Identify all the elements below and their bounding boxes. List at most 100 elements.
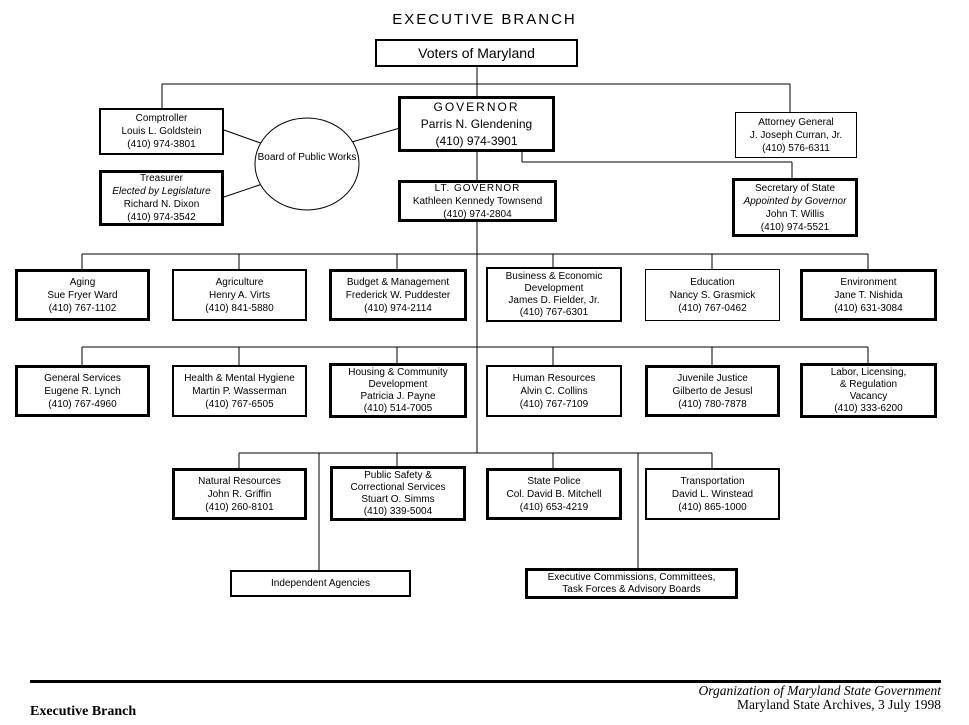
org-box-executive-commissions: Executive Commissions, Committees, Task … bbox=[525, 568, 738, 599]
box-line: Martin P. Wasserman bbox=[192, 385, 287, 397]
box-line: State Police bbox=[527, 475, 581, 487]
org-box-health-mental-hygiene: Health & Mental Hygiene Martin P. Wasser… bbox=[172, 365, 307, 417]
org-box-education: Education Nancy S. Grasmick (410) 767-04… bbox=[645, 269, 780, 321]
org-box-attorney-general: Attorney General J. Joseph Curran, Jr. (… bbox=[735, 112, 857, 158]
org-box-human-resources: Human Resources Alvin C. Collins (410) 7… bbox=[486, 365, 622, 417]
box-line: Human Resources bbox=[512, 372, 596, 384]
box-line: Task Forces & Advisory Boards bbox=[562, 583, 701, 595]
org-box-independent-agencies: Independent Agencies bbox=[230, 570, 411, 597]
org-box-voters: Voters of Maryland bbox=[375, 39, 578, 67]
footer-divider bbox=[30, 680, 941, 683]
box-line: (410) 260-8101 bbox=[205, 501, 274, 513]
box-line: (410) 841-5880 bbox=[205, 302, 274, 314]
box-line: Jane T. Nishida bbox=[834, 289, 903, 301]
box-line: (410) 339-5004 bbox=[363, 505, 433, 517]
box-line: (410) 974-5521 bbox=[760, 221, 830, 233]
box-line: John R. Griffin bbox=[207, 488, 272, 500]
box-line: Executive Commissions, Committees, bbox=[547, 571, 716, 583]
box-line: John T. Willis bbox=[765, 208, 825, 220]
box-line: Patricia J. Payne bbox=[360, 390, 436, 402]
box-line: (410) 631-3084 bbox=[834, 302, 903, 314]
org-box-governor: GOVERNOR Parris N. Glendening (410) 974-… bbox=[398, 96, 555, 152]
box-line: Transportation bbox=[680, 475, 745, 487]
footer-caption: Organization of Maryland State Governmen… bbox=[699, 684, 941, 712]
box-line: Budget & Management bbox=[346, 276, 450, 288]
box-line: Parris N. Glendening bbox=[420, 116, 533, 131]
box-line: (410) 767-4960 bbox=[48, 398, 117, 410]
org-box-business-economic-development: Business & Economic Development James D.… bbox=[486, 267, 622, 322]
box-line: Public Safety & bbox=[364, 469, 432, 481]
box-line: Aging bbox=[69, 276, 96, 288]
box-line: Education bbox=[690, 276, 735, 288]
footer-caption-source: Maryland State Archives, 3 July 1998 bbox=[737, 697, 941, 712]
box-line: (410) 514-7005 bbox=[363, 402, 433, 414]
box-line: (410) 767-6505 bbox=[205, 398, 274, 410]
box-line: Voters of Maryland bbox=[418, 44, 535, 61]
box-line: Housing & Community bbox=[348, 366, 448, 378]
page-title: EXECUTIVE BRANCH bbox=[392, 11, 577, 28]
box-line: Frederick W. Puddester bbox=[345, 289, 451, 301]
box-line: (410) 576-6311 bbox=[762, 142, 830, 154]
box-line: (410) 653-4219 bbox=[519, 501, 589, 513]
box-line: (410) 767-6301 bbox=[519, 306, 589, 318]
box-line: Gilberto de Jesusl bbox=[672, 385, 753, 397]
box-line: Correctional Services bbox=[350, 481, 446, 493]
box-line: LT. GOVERNOR bbox=[434, 182, 521, 194]
box-line: Henry A. Virts bbox=[209, 289, 270, 301]
box-line: Kathleen Kennedy Townsend bbox=[412, 195, 543, 207]
box-line: & Regulation bbox=[839, 378, 898, 390]
box-line: Environment bbox=[840, 276, 897, 288]
org-box-general-services: General Services Eugene R. Lynch (410) 7… bbox=[15, 365, 150, 417]
box-line: Eugene R. Lynch bbox=[44, 385, 121, 397]
box-line: James D. Fielder, Jr. bbox=[508, 294, 600, 306]
org-box-budget-management: Budget & Management Frederick W. Puddest… bbox=[329, 269, 467, 321]
box-line: (410) 865-1000 bbox=[678, 501, 747, 513]
box-line: Independent Agencies bbox=[271, 578, 370, 589]
box-line: Appointed by Governor bbox=[743, 195, 847, 207]
box-line: Health & Mental Hygiene bbox=[184, 372, 295, 384]
org-box-environment: Environment Jane T. Nishida (410) 631-30… bbox=[800, 269, 937, 321]
box-line: Development bbox=[524, 282, 584, 294]
box-line: Elected by Legislature bbox=[112, 186, 211, 197]
box-line: Business & Economic bbox=[505, 270, 603, 282]
box-line: (410) 767-1102 bbox=[48, 302, 117, 314]
board-of-public-works-ellipse bbox=[254, 117, 360, 211]
box-line: (410) 974-3801 bbox=[127, 139, 196, 150]
box-line: Labor, Licensing, bbox=[830, 366, 907, 378]
box-line: Alvin C. Collins bbox=[520, 385, 588, 397]
footer-caption-title: Organization of Maryland State Governmen… bbox=[698, 683, 941, 698]
box-line: Attorney General bbox=[758, 116, 834, 128]
box-line: J. Joseph Curran, Jr. bbox=[749, 129, 843, 141]
box-line: Board of bbox=[257, 152, 296, 163]
box-line: Secretary of State bbox=[754, 182, 836, 194]
org-box-transportation: Transportation David L. Winstead (410) 8… bbox=[645, 468, 780, 520]
box-line: General Services bbox=[44, 372, 121, 384]
org-box-state-police: State Police Col. David B. Mitchell (410… bbox=[486, 468, 622, 520]
box-line: (410) 974-3542 bbox=[127, 212, 196, 223]
box-line: Comptroller bbox=[135, 113, 188, 124]
org-box-lt-governor: LT. GOVERNOR Kathleen Kennedy Townsend (… bbox=[398, 180, 557, 222]
org-box-secretary-of-state: Secretary of State Appointed by Governor… bbox=[732, 178, 858, 237]
box-line: Sue Fryer Ward bbox=[47, 289, 118, 301]
org-box-juvenile-justice: Juvenile Justice Gilberto de Jesusl (410… bbox=[645, 365, 780, 417]
box-line: (410) 974-2804 bbox=[443, 208, 512, 220]
org-box-public-safety-correctional: Public Safety & Correctional Services St… bbox=[330, 466, 466, 521]
org-box-labor-licensing-regulation: Labor, Licensing, & Regulation Vacancy (… bbox=[800, 363, 937, 418]
box-line: Louis L. Goldstein bbox=[121, 126, 202, 137]
box-line: (410) 767-0462 bbox=[678, 302, 747, 314]
box-line: Col. David B. Mitchell bbox=[506, 488, 602, 500]
box-line: David L. Winstead bbox=[671, 488, 754, 500]
box-line: Natural Resources bbox=[198, 475, 281, 487]
box-line: Richard N. Dixon bbox=[123, 199, 200, 210]
box-line: (410) 780-7878 bbox=[678, 398, 747, 410]
board-of-public-works-label: Board of Public Works bbox=[257, 151, 357, 164]
box-line: Vacancy bbox=[849, 390, 888, 402]
box-line: (410) 974-3901 bbox=[435, 133, 518, 148]
box-line: Juvenile Justice bbox=[677, 372, 748, 384]
box-line: Public Works bbox=[298, 152, 357, 163]
box-line: Treasurer bbox=[140, 173, 183, 184]
box-line: Nancy S. Grasmick bbox=[669, 289, 756, 301]
org-box-natural-resources: Natural Resources John R. Griffin (410) … bbox=[172, 468, 307, 520]
box-line: Stuart O. Simms bbox=[361, 493, 435, 505]
